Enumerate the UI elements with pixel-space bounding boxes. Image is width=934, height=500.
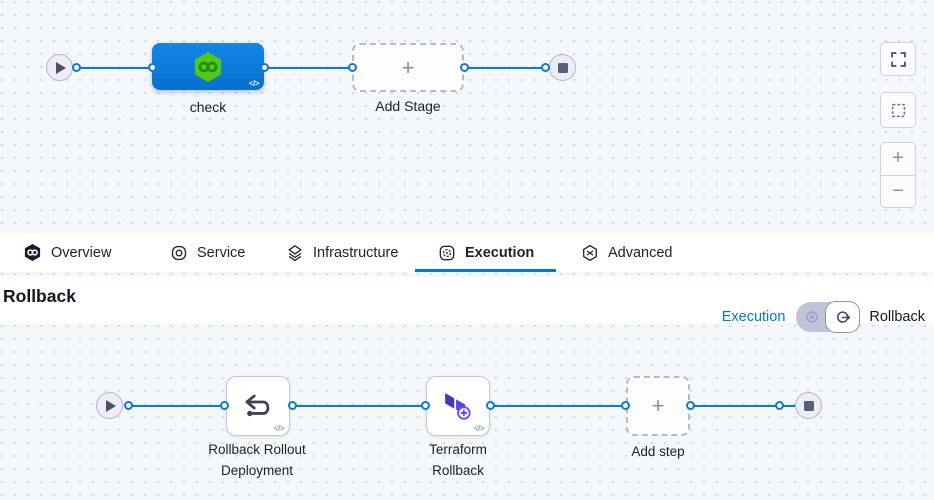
execution-mode-icon <box>806 311 819 323</box>
service-icon <box>171 245 187 260</box>
tab-infrastructure[interactable]: Infrastructure <box>286 233 398 272</box>
code-icon: </> <box>248 79 260 88</box>
edge-connector <box>690 405 798 407</box>
zoom-out-button[interactable]: − <box>881 174 915 207</box>
stage-label: check <box>189 99 227 115</box>
code-icon: </> <box>273 424 285 433</box>
add-stage-label: Add Stage <box>375 98 441 114</box>
pipeline-stage-tabbar: Overview Service Infrastructure Executio… <box>0 233 934 272</box>
connector-port[interactable] <box>148 63 157 72</box>
minus-icon: − <box>892 179 904 202</box>
execution-rollback-switch: Execution Rollback <box>721 301 925 333</box>
harness-cd-icon <box>195 51 221 82</box>
connector-port[interactable] <box>288 401 297 410</box>
tab-label: Overview <box>51 244 112 261</box>
step-node-rollback-rollout[interactable]: </> <box>226 376 290 436</box>
play-icon <box>106 399 116 412</box>
advanced-icon <box>583 244 597 261</box>
edge-connector <box>264 67 352 69</box>
pipeline-end-node <box>549 54 576 81</box>
mode-toggle[interactable] <box>796 301 861 333</box>
step-label: Terraform Rollback <box>388 439 528 481</box>
tab-label: Service <box>197 244 246 261</box>
selection-mode-button[interactable] <box>880 92 916 128</box>
pipeline-canvas-top[interactable]: </> check + Add Stage <box>0 0 934 233</box>
step-label-line: Rollback Rollout <box>208 442 306 457</box>
connector-port[interactable] <box>621 401 630 410</box>
stop-icon <box>557 62 568 73</box>
fullscreen-button[interactable] <box>880 42 916 76</box>
edge-connector <box>126 405 226 407</box>
code-icon: </> <box>473 424 485 433</box>
tab-overview[interactable]: Overview <box>23 233 111 272</box>
step-label-line: Terraform <box>429 442 487 457</box>
toggle-thumb-rollback[interactable] <box>825 301 861 333</box>
section-title: Rollback <box>3 286 76 306</box>
edge-connector <box>490 405 626 407</box>
step-label-line: Rollback <box>432 463 484 478</box>
tab-advanced[interactable]: Advanced <box>581 233 673 272</box>
marquee-select-icon <box>891 103 905 117</box>
plus-icon: + <box>892 147 904 170</box>
connector-port[interactable] <box>486 401 495 410</box>
execution-mode-link[interactable]: Execution <box>721 309 786 325</box>
add-stage-button[interactable]: + <box>352 43 464 92</box>
edge-connector <box>74 67 154 69</box>
fullscreen-icon <box>890 51 906 67</box>
rollback-rollout-icon <box>245 394 270 417</box>
play-icon <box>56 61 66 74</box>
edge-connector <box>292 405 426 407</box>
tab-label: Infrastructure <box>313 244 399 261</box>
plus-icon: + <box>651 393 665 418</box>
connector-port[interactable] <box>460 63 469 72</box>
rollback-mode-label: Rollback <box>869 309 925 325</box>
rollback-end-node <box>795 392 822 419</box>
zoom-in-button[interactable]: + <box>881 143 915 175</box>
connector-port[interactable] <box>260 63 269 72</box>
connector-port[interactable] <box>775 401 784 410</box>
stop-icon <box>803 400 814 411</box>
connector-port[interactable] <box>686 401 695 410</box>
add-step-button[interactable]: + <box>626 376 690 436</box>
step-node-terraform-rollback[interactable]: </> <box>426 376 490 436</box>
connector-port[interactable] <box>220 401 229 410</box>
add-step-label: Add step <box>631 444 685 459</box>
infrastructure-icon <box>288 244 302 261</box>
connector-port[interactable] <box>541 63 550 72</box>
tab-label: Execution <box>465 244 535 261</box>
terraform-icon <box>445 393 471 420</box>
step-label: Rollback Rollout Deployment <box>187 439 327 481</box>
tab-execution[interactable]: Execution <box>438 233 534 272</box>
harness-logo-icon <box>24 243 41 262</box>
pipeline-start-node <box>46 54 73 81</box>
connector-port[interactable] <box>72 63 81 72</box>
zoom-controls: + − <box>880 142 916 208</box>
stage-node-check[interactable]: </> <box>152 43 264 90</box>
edge-connector <box>464 67 550 69</box>
execution-icon <box>439 245 455 260</box>
plus-icon: + <box>401 54 415 80</box>
connector-port[interactable] <box>124 401 133 410</box>
connector-port[interactable] <box>421 401 430 410</box>
tab-service[interactable]: Service <box>170 233 245 272</box>
active-tab-underline <box>415 269 556 272</box>
rollback-mode-icon <box>837 310 851 323</box>
rollback-section-header: Rollback Execution Rollback <box>0 277 934 333</box>
rollback-start-node <box>96 392 123 419</box>
step-label-line: Deployment <box>220 463 294 478</box>
tab-label: Advanced <box>608 244 673 261</box>
connector-port[interactable] <box>348 63 357 72</box>
